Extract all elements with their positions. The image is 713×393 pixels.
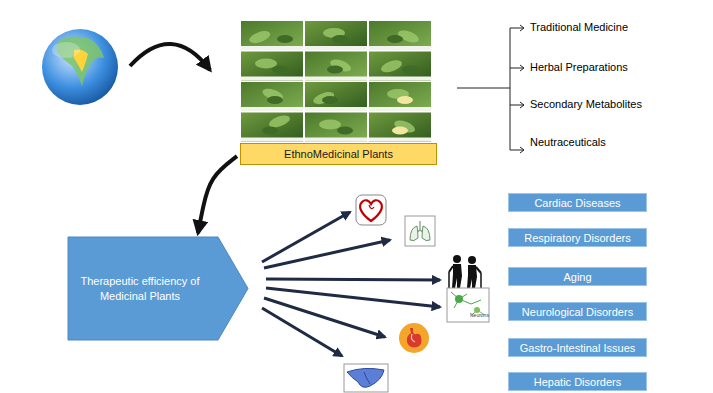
plant-photo: [305, 82, 367, 111]
node-text: Therapeutic efficiency of Medicinal Plan…: [76, 274, 204, 304]
node-text: Cardiac Diseases: [534, 197, 620, 209]
plant-photo: [241, 82, 303, 111]
side-label: Neutraceuticals: [530, 136, 606, 148]
plant-photo: [369, 113, 431, 142]
title-box: EthnoMedicinal Plants: [240, 143, 437, 165]
pentagon-shape: [68, 237, 248, 340]
process-box: Respiratory Disorders: [508, 228, 647, 247]
side-label: Herbal Preparations: [530, 61, 628, 73]
pentagon-box: Therapeutic efficiency of Medicinal Plan…: [68, 237, 248, 340]
plant-photo: [369, 82, 431, 111]
plant-photo: [305, 113, 367, 142]
bracket: [457, 25, 524, 153]
fan-arrows: [262, 212, 440, 356]
node-text: Respiratory Disorders: [524, 232, 630, 244]
heart-icon: [356, 195, 386, 225]
plant-photo: [241, 52, 303, 81]
curved-arrow: [198, 156, 237, 233]
node-text: Aging: [563, 271, 591, 283]
process-box: Cardiac Diseases: [508, 193, 647, 212]
side-label: Secondary Metabolites: [530, 98, 642, 110]
process-box: Aging: [508, 267, 647, 286]
side-label: Traditional Medicine: [530, 21, 628, 33]
plant-photo: [305, 52, 367, 81]
plant-photo: [241, 113, 303, 142]
plant-photo-grid: [240, 20, 432, 142]
plant-photo: [369, 21, 431, 50]
process-box: Hepatic Disorders: [508, 372, 647, 391]
plant-photo: [305, 21, 367, 50]
process-box: Gastro-Intestinal Issues: [508, 338, 647, 357]
node-text: Neurological Disorders: [522, 306, 633, 318]
plant-photo: [369, 52, 431, 81]
elderly-icon: [449, 255, 481, 288]
node-text: Gastro-Intestinal Issues: [520, 342, 636, 354]
stomach-icon: [399, 323, 429, 353]
neurons-icon: [447, 288, 489, 322]
icon-label: Neurons: [470, 312, 489, 318]
plant-photo: [241, 21, 303, 50]
node-text: EthnoMedicinal Plants: [284, 148, 393, 160]
curved-arrow: [130, 44, 210, 70]
lungs-icon: [405, 216, 435, 246]
liver-icon: [344, 364, 388, 392]
globe-icon: [42, 29, 118, 105]
node-text: Hepatic Disorders: [534, 376, 621, 388]
process-box: Neurological Disorders: [508, 302, 647, 321]
